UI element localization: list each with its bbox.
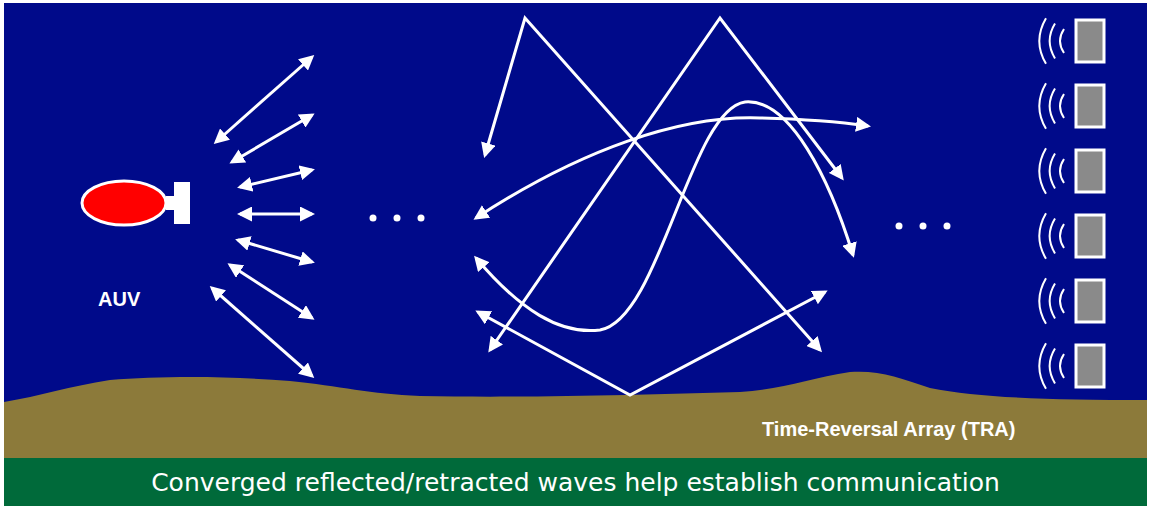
wave-arc: [1050, 24, 1055, 59]
wave-arc: [1039, 83, 1046, 129]
auv-label: AUV: [98, 288, 140, 311]
transducer: [1076, 280, 1104, 322]
wave-arc: [1039, 343, 1046, 389]
transducer: [1076, 345, 1104, 387]
wave-arc: [1039, 18, 1046, 64]
auv-symbol: [82, 181, 190, 225]
transducer-array: [1039, 18, 1104, 389]
wave-arc: [1060, 29, 1064, 53]
transducer: [1076, 85, 1104, 127]
array-label: Time-Reversal Array (TRA): [762, 418, 1015, 441]
wave-arc: [1050, 284, 1055, 319]
caption-text: Converged reflected/retracted waves help…: [151, 468, 1000, 497]
wave-paths: [212, 18, 868, 395]
transducer: [1076, 215, 1104, 257]
transducer: [1076, 20, 1104, 62]
wave-arc: [1050, 349, 1055, 384]
wave-arc: [1039, 278, 1046, 324]
seafloor: [4, 372, 1147, 458]
wave-arc: [1050, 89, 1055, 124]
sea: [4, 3, 1147, 458]
wave-arc: [1060, 354, 1064, 378]
wave-arc: [1050, 219, 1055, 254]
wave-arc: [1060, 159, 1064, 183]
wave-arc: [1060, 289, 1064, 313]
caption-band: Converged reflected/retracted waves help…: [4, 458, 1147, 506]
wave-arc: [1039, 148, 1046, 194]
ellipsis-dots: [370, 215, 951, 230]
wave-arc: [1060, 224, 1064, 248]
wave-arc: [1060, 94, 1064, 118]
transducer: [1076, 150, 1104, 192]
wave-arc: [1039, 213, 1046, 259]
wave-arc: [1050, 154, 1055, 189]
